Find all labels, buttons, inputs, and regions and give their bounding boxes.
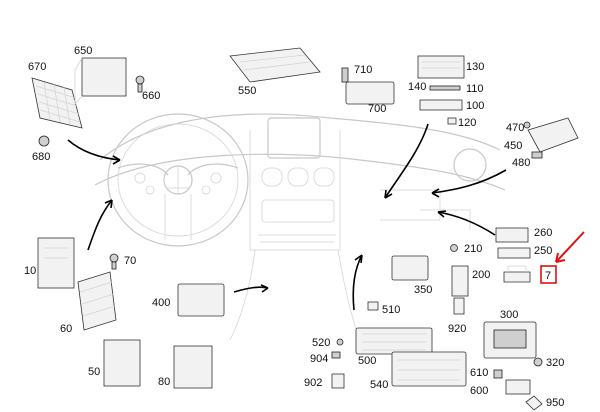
label-680: 680 — [32, 151, 50, 163]
label-70: 70 — [124, 255, 136, 267]
label-660: 660 — [142, 90, 160, 102]
label-480: 480 — [512, 157, 530, 169]
label-7: 7 — [545, 270, 551, 282]
label-950: 950 — [546, 397, 564, 409]
label-320: 320 — [546, 357, 564, 369]
part-600-connector[interactable] — [505, 379, 531, 395]
part-510-clip[interactable] — [367, 301, 379, 311]
label-10: 10 — [24, 265, 36, 277]
part-130-module[interactable] — [417, 55, 465, 79]
label-920: 920 — [448, 323, 466, 335]
part-610-clip[interactable] — [493, 369, 503, 379]
label-650: 650 — [74, 45, 92, 57]
part-350-module[interactable] — [391, 255, 429, 281]
part-320-nut[interactable] — [533, 357, 543, 367]
part-210-bolt[interactable] — [450, 244, 458, 252]
label-902: 902 — [304, 377, 322, 389]
part-550-mat[interactable] — [229, 47, 321, 83]
label-550: 550 — [238, 85, 256, 97]
label-470: 470 — [506, 122, 524, 134]
part-70-screw[interactable] — [109, 253, 119, 270]
label-260: 260 — [534, 227, 552, 239]
part-500-panel[interactable] — [355, 327, 433, 355]
part-470-bolt[interactable] — [523, 121, 531, 129]
part-660-screw[interactable] — [135, 75, 145, 93]
label-700: 700 — [368, 103, 386, 115]
part-650-module[interactable] — [74, 57, 127, 106]
part-60-grille[interactable] — [77, 271, 117, 331]
label-100: 100 — [466, 100, 484, 112]
part-80-module[interactable] — [173, 345, 213, 389]
part-670-grille[interactable] — [31, 77, 83, 129]
label-300: 300 — [500, 309, 518, 321]
part-450-module[interactable] — [527, 117, 579, 153]
part-7-clip[interactable] — [503, 265, 531, 283]
part-904-clip[interactable] — [331, 351, 341, 359]
part-labels: 650 670 660 680 550 710 700 130 140 110 … — [24, 45, 564, 409]
label-210: 210 — [464, 243, 482, 255]
part-680-nut[interactable] — [38, 135, 50, 147]
label-450: 450 — [504, 140, 522, 152]
part-110-bar[interactable] — [429, 85, 461, 91]
label-350: 350 — [414, 284, 432, 296]
part-100-bar[interactable] — [419, 99, 463, 111]
part-50-module[interactable] — [103, 339, 141, 387]
flow-arrows — [67, 123, 507, 311]
part-300-housing[interactable] — [483, 321, 537, 359]
label-670: 670 — [28, 61, 46, 73]
label-120: 120 — [458, 117, 476, 129]
part-540-panel[interactable] — [391, 351, 467, 387]
label-110: 110 — [466, 83, 484, 95]
label-400: 400 — [152, 297, 170, 309]
part-120-chip[interactable] — [447, 117, 457, 125]
label-60: 60 — [60, 323, 72, 335]
part-400-module[interactable] — [177, 283, 225, 317]
part-920-fastener[interactable] — [453, 297, 465, 315]
label-50: 50 — [88, 366, 100, 378]
highlight-marker — [540, 231, 585, 284]
label-200: 200 — [472, 269, 490, 281]
label-904: 904 — [310, 353, 328, 365]
label-500: 500 — [358, 355, 376, 367]
part-480-clip[interactable] — [531, 151, 543, 159]
label-610: 610 — [470, 367, 488, 379]
label-130: 130 — [466, 61, 484, 73]
label-710: 710 — [354, 64, 372, 76]
label-540: 540 — [370, 379, 388, 391]
part-700-box[interactable] — [341, 67, 395, 105]
label-600: 600 — [470, 385, 488, 397]
label-80: 80 — [158, 376, 170, 388]
steering-wheel — [107, 113, 249, 247]
part-10-panel[interactable] — [37, 237, 75, 289]
label-250: 250 — [534, 245, 552, 257]
part-902-connector[interactable] — [331, 373, 345, 389]
label-140: 140 — [408, 81, 426, 93]
part-260-bracket[interactable] — [495, 227, 529, 243]
label-520: 520 — [312, 337, 330, 349]
label-510: 510 — [382, 304, 400, 316]
part-520-bolt[interactable] — [336, 338, 344, 346]
part-250-strip[interactable] — [497, 247, 531, 259]
part-950-clip[interactable] — [525, 395, 543, 411]
part-200-sensor[interactable] — [451, 265, 469, 297]
